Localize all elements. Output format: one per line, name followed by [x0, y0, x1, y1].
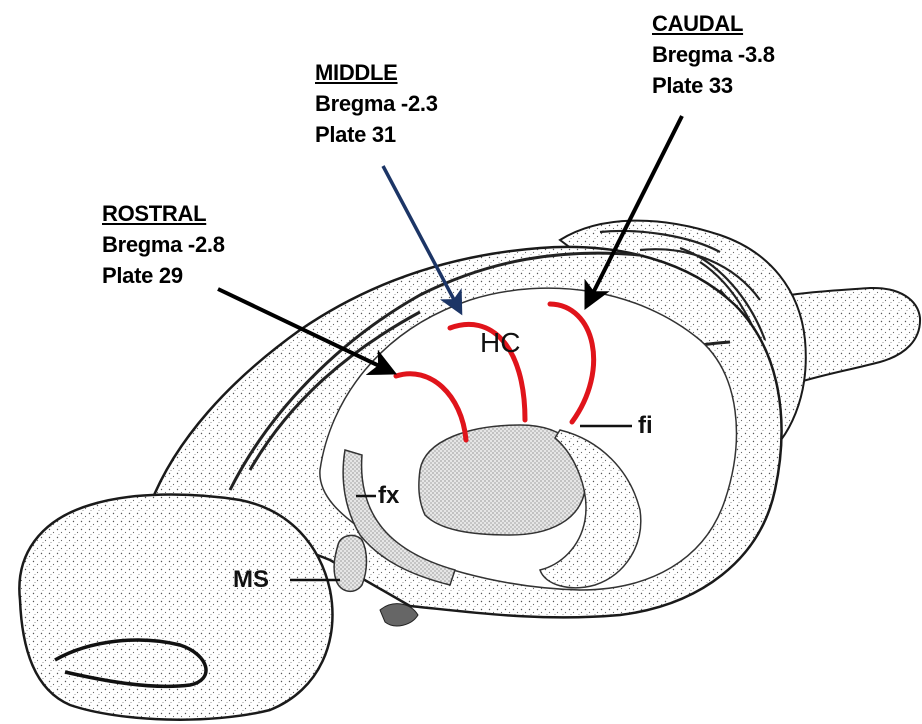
caudal-section-label: CAUDAL Bregma -3.8 Plate 33	[652, 8, 775, 101]
caudal-bregma: Bregma -3.8	[652, 39, 775, 70]
medial-septum	[334, 535, 366, 591]
rostral-bregma: Bregma -2.8	[102, 229, 225, 260]
caudal-plate: Plate 33	[652, 70, 775, 101]
middle-section-label: MIDDLE Bregma -2.3 Plate 31	[315, 57, 438, 150]
fi-label: fi	[638, 413, 653, 439]
rostral-section-label: ROSTRAL Bregma -2.8 Plate 29	[102, 198, 225, 291]
rostral-heading: ROSTRAL	[102, 198, 225, 229]
fx-label: fx	[378, 483, 399, 509]
ms-label: MS	[233, 567, 269, 593]
caudal-heading: CAUDAL	[652, 8, 775, 39]
middle-bregma: Bregma -2.3	[315, 88, 438, 119]
hc-label: HC	[480, 330, 520, 356]
middle-heading: MIDDLE	[315, 57, 438, 88]
middle-plate: Plate 31	[315, 119, 438, 150]
rostral-plate: Plate 29	[102, 260, 225, 291]
